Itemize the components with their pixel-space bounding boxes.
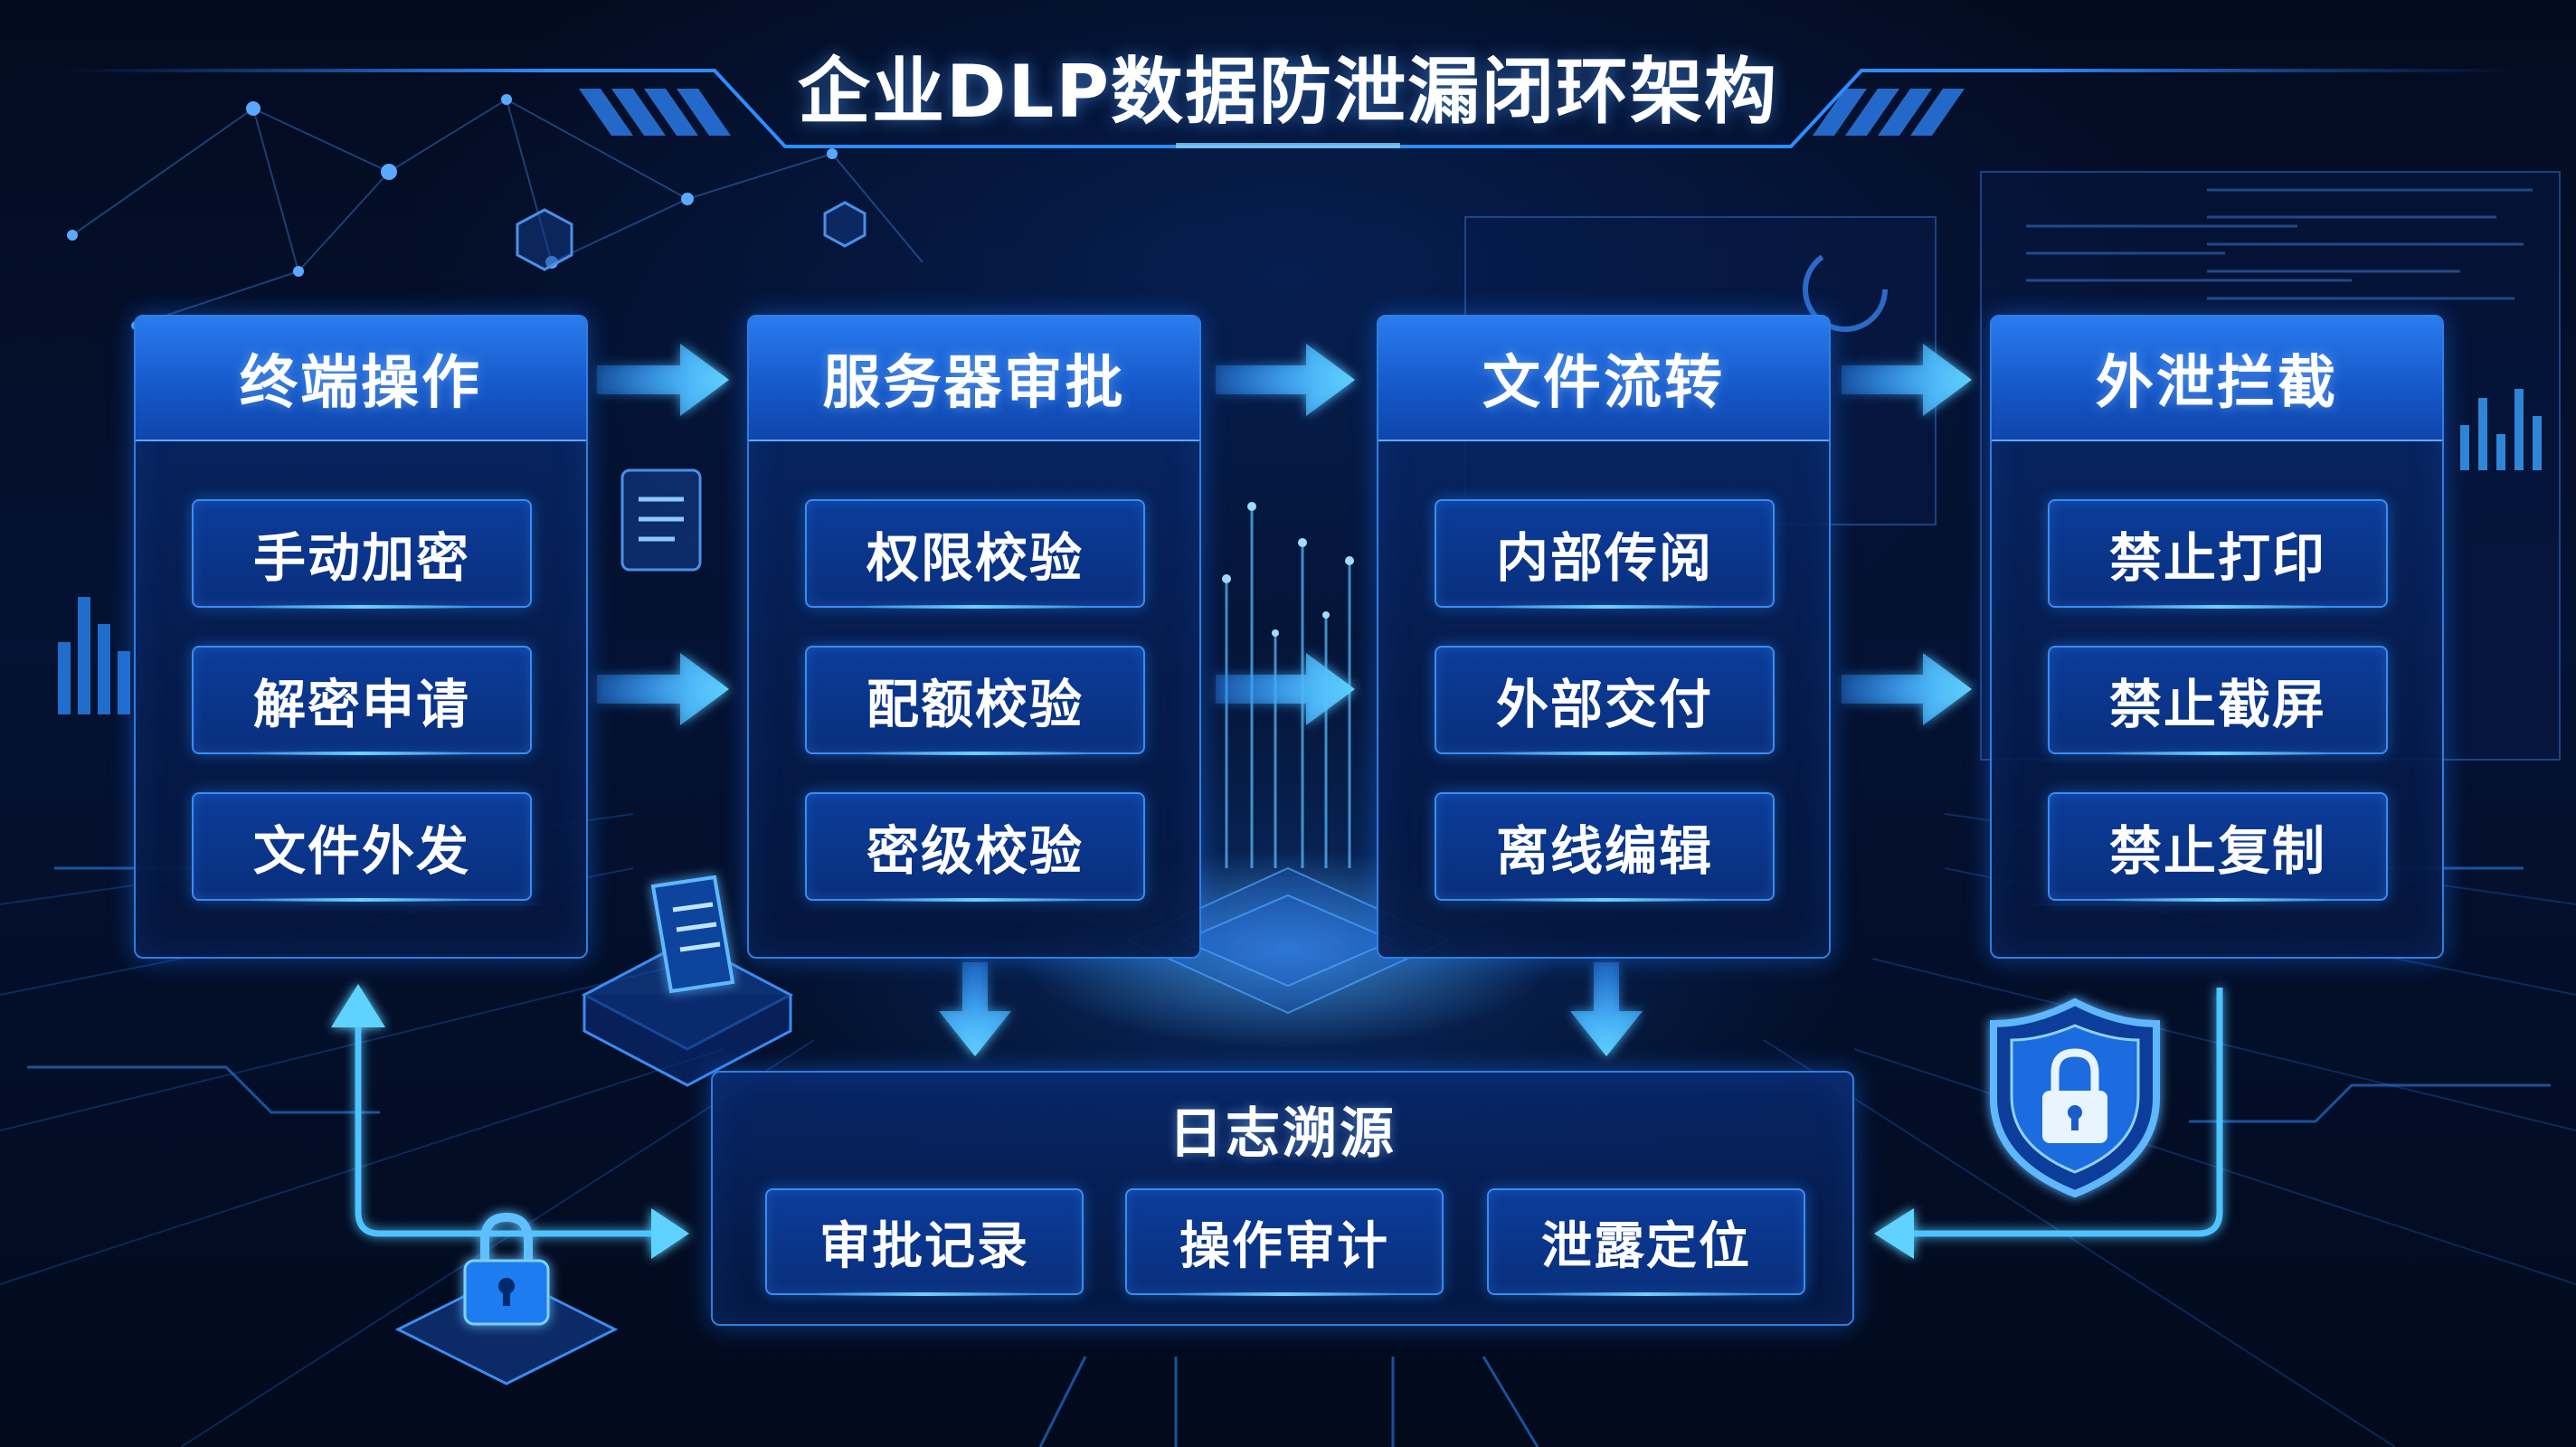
- diagram-title: 企业DLP数据防泄漏闭环架构: [797, 50, 1778, 134]
- stage-item: 解密申请: [192, 646, 532, 755]
- stage-item: 外部交付: [1435, 646, 1775, 755]
- arrow-right-icon: [1216, 653, 1355, 725]
- stage-item: 文件外发: [192, 792, 532, 902]
- stage-item: 禁止截屏: [2048, 646, 2388, 755]
- stage-item: 密级校验: [805, 792, 1145, 902]
- arrow-right-icon: [597, 344, 729, 416]
- arrow-down-icon: [1570, 962, 1643, 1056]
- stage-item: 离线编辑: [1435, 792, 1775, 902]
- arrow-right-icon: [1842, 344, 1972, 416]
- stage-item: 禁止打印: [2048, 499, 2388, 609]
- log-item: 审批记录: [765, 1188, 1084, 1296]
- document-icon: [620, 468, 702, 572]
- lock-icon: [463, 1212, 550, 1326]
- document-icon: [650, 875, 735, 994]
- log-item: 操作审计: [1125, 1188, 1444, 1296]
- arrow-down-icon: [939, 962, 1011, 1056]
- stage-item: 内部传阅: [1435, 499, 1775, 609]
- log-title: 日志溯源: [1169, 1102, 1397, 1166]
- stage-title: 文件流转: [1378, 317, 1829, 441]
- loop-connector-right: [1874, 988, 2223, 1259]
- log-item: 泄露定位: [1487, 1188, 1805, 1296]
- stage-panel-leak-interception: 外泄拦截 禁止打印 禁止截屏 禁止复制: [1990, 315, 2444, 959]
- arrow-right-icon: [597, 653, 729, 725]
- stage-title: 终端操作: [136, 317, 586, 441]
- stage-title: 外泄拦截: [1992, 317, 2442, 441]
- stage-panel-file-circulation: 文件流转 内部传阅 外部交付 离线编辑: [1377, 315, 1831, 959]
- stage-item: 配额校验: [805, 646, 1145, 755]
- stage-panel-server-approval: 服务器审批 权限校验 配额校验 密级校验: [747, 315, 1201, 959]
- arrow-right-icon: [1216, 344, 1355, 416]
- shield-lock-icon: [1990, 998, 2160, 1198]
- stage-title: 服务器审批: [749, 317, 1199, 441]
- stage-item: 权限校验: [805, 499, 1145, 609]
- loop-connector-left: [331, 984, 689, 1259]
- arrow-right-icon: [1842, 653, 1972, 725]
- stage-item: 手动加密: [192, 499, 532, 609]
- stage-panel-endpoint: 终端操作 手动加密 解密申请 文件外发: [134, 315, 588, 959]
- stage-item: 禁止复制: [2048, 792, 2388, 902]
- log-trace-panel: 日志溯源 审批记录 操作审计 泄露定位: [711, 1071, 1854, 1326]
